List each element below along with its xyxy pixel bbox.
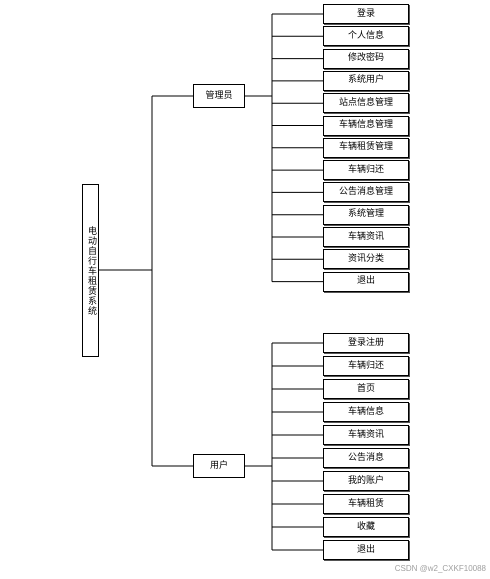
leaf-label: 公告消息 — [347, 452, 384, 463]
leaf-label: 我的账户 — [347, 475, 384, 486]
leaf-node: 资讯分类 — [323, 249, 409, 270]
leaf-label: 首页 — [356, 383, 375, 394]
leaf-label: 公告消息管理 — [338, 186, 393, 197]
leaf-label: 车辆租赁 — [347, 498, 384, 509]
leaf-node: 个人信息 — [323, 26, 409, 47]
leaf-label: 登录注册 — [347, 337, 384, 348]
leaf-node: 车辆信息 — [323, 402, 409, 422]
leaf-label: 站点信息管理 — [338, 97, 393, 108]
leaf-node: 公告消息 — [323, 448, 409, 468]
leaf-label: 资讯分类 — [347, 253, 384, 264]
leaf-node: 系统管理 — [323, 204, 409, 225]
leaf-node: 车辆租赁管理 — [323, 137, 409, 158]
leaf-label: 收藏 — [356, 521, 375, 532]
leaf-label: 个人信息 — [347, 30, 384, 41]
leaf-node: 修改密码 — [323, 48, 409, 69]
leaf-label: 车辆资讯 — [347, 231, 384, 242]
leaf-label: 退出 — [356, 276, 375, 287]
leaf-label: 车辆信息管理 — [338, 120, 393, 130]
branch-label: 用户 — [209, 460, 228, 471]
leaf-node: 车辆资讯 — [323, 227, 409, 247]
leaf-label: 车辆租赁管理 — [338, 142, 393, 153]
leaf-node: 登录注册 — [323, 333, 409, 353]
leaf-label: 退出 — [356, 544, 375, 555]
leaf-label: 修改密码 — [347, 53, 384, 64]
leaf-label: 车辆归还 — [347, 164, 384, 175]
branch-label: 管理员 — [205, 90, 233, 101]
leaf-node: 登录 — [323, 4, 409, 24]
leaf-node: 退出 — [323, 540, 409, 560]
leaf-label: 车辆归还 — [347, 360, 384, 371]
leaf-node: 首页 — [323, 379, 409, 399]
leaf-node: 车辆租赁 — [323, 494, 409, 514]
leaf-node: 车辆归还 — [323, 160, 409, 181]
leaf-label: 系统管理 — [347, 209, 384, 220]
leaf-label: 车辆资讯 — [347, 429, 384, 440]
root-label: 电动自行车租赁系统 — [86, 225, 96, 316]
leaf-label: 车辆信息 — [347, 406, 384, 417]
leaf-node: 收藏 — [323, 517, 409, 537]
root-node-system: 电动自行车租赁系统 — [82, 184, 99, 357]
leaf-node: 退出 — [323, 271, 409, 292]
leaf-label: 系统用户 — [347, 75, 384, 86]
leaf-node: 我的账户 — [323, 471, 409, 491]
leaf-label: 登录 — [356, 8, 375, 19]
leaf-node: 车辆资讯 — [323, 425, 409, 445]
branch-node-1: 用户 — [193, 454, 245, 478]
leaf-node: 站点信息管理 — [323, 93, 409, 114]
leaf-node: 车辆归还 — [323, 356, 409, 376]
leaf-node: 系统用户 — [323, 70, 409, 91]
leaf-node: 公告消息管理 — [323, 182, 409, 203]
watermark-text: CSDN @w2_CXKF10088 — [394, 564, 486, 573]
branch-node-0: 管理员 — [193, 84, 245, 108]
leaf-node: 车辆信息管理 — [323, 115, 409, 136]
